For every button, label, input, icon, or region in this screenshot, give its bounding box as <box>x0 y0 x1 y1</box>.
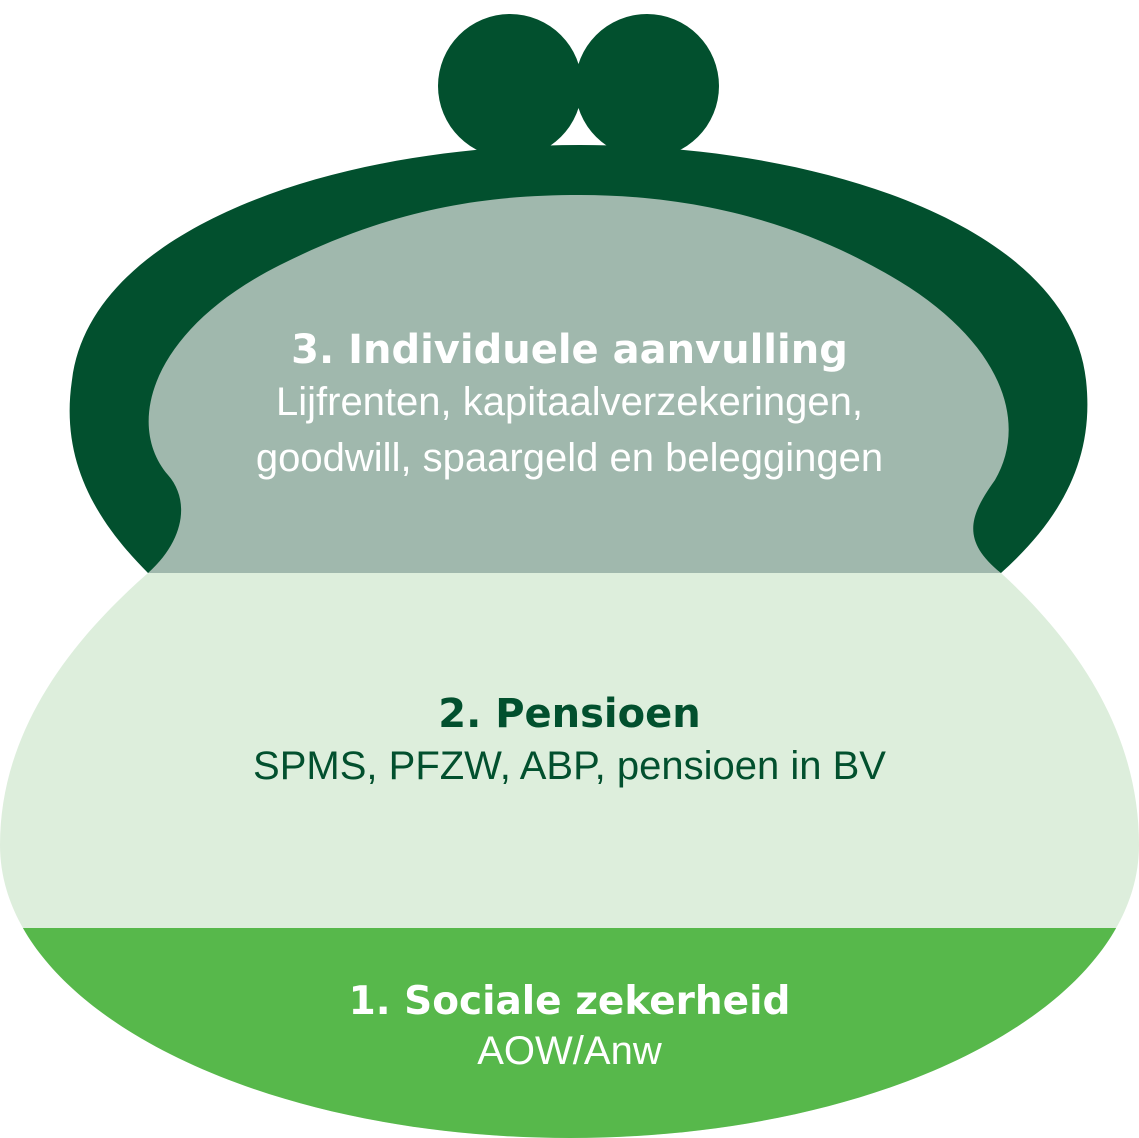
layer-3-description-line-2: goodwill, spaargeld en beleggingen <box>255 436 884 480</box>
layer-2-title: 2. Pensioen <box>438 691 701 737</box>
layer-2-description-line-1: SPMS, PFZW, ABP, pensioen in BV <box>253 744 886 788</box>
layer-3-description-line-1: Lijfrenten, kapitaalverzekeringen, <box>275 380 863 424</box>
clasp-knob-right <box>575 14 719 158</box>
layer-3-label: 3. Individuele aanvulling Lijfrenten, ka… <box>0 326 1139 486</box>
layer-1-title: 1. Sociale zekerheid <box>348 979 791 1024</box>
layer-1-description-line-1: AOW/Anw <box>477 1029 662 1073</box>
layer-2-label: 2. Pensioen SPMS, PFZW, ABP, pensioen in… <box>0 690 1139 794</box>
layer-1-label: 1. Sociale zekerheid AOW/Anw <box>0 978 1139 1076</box>
layer-3-title: 3. Individuele aanvulling <box>291 327 848 373</box>
layer-3-shape <box>148 195 1009 573</box>
clasp-knob-left <box>438 14 582 158</box>
